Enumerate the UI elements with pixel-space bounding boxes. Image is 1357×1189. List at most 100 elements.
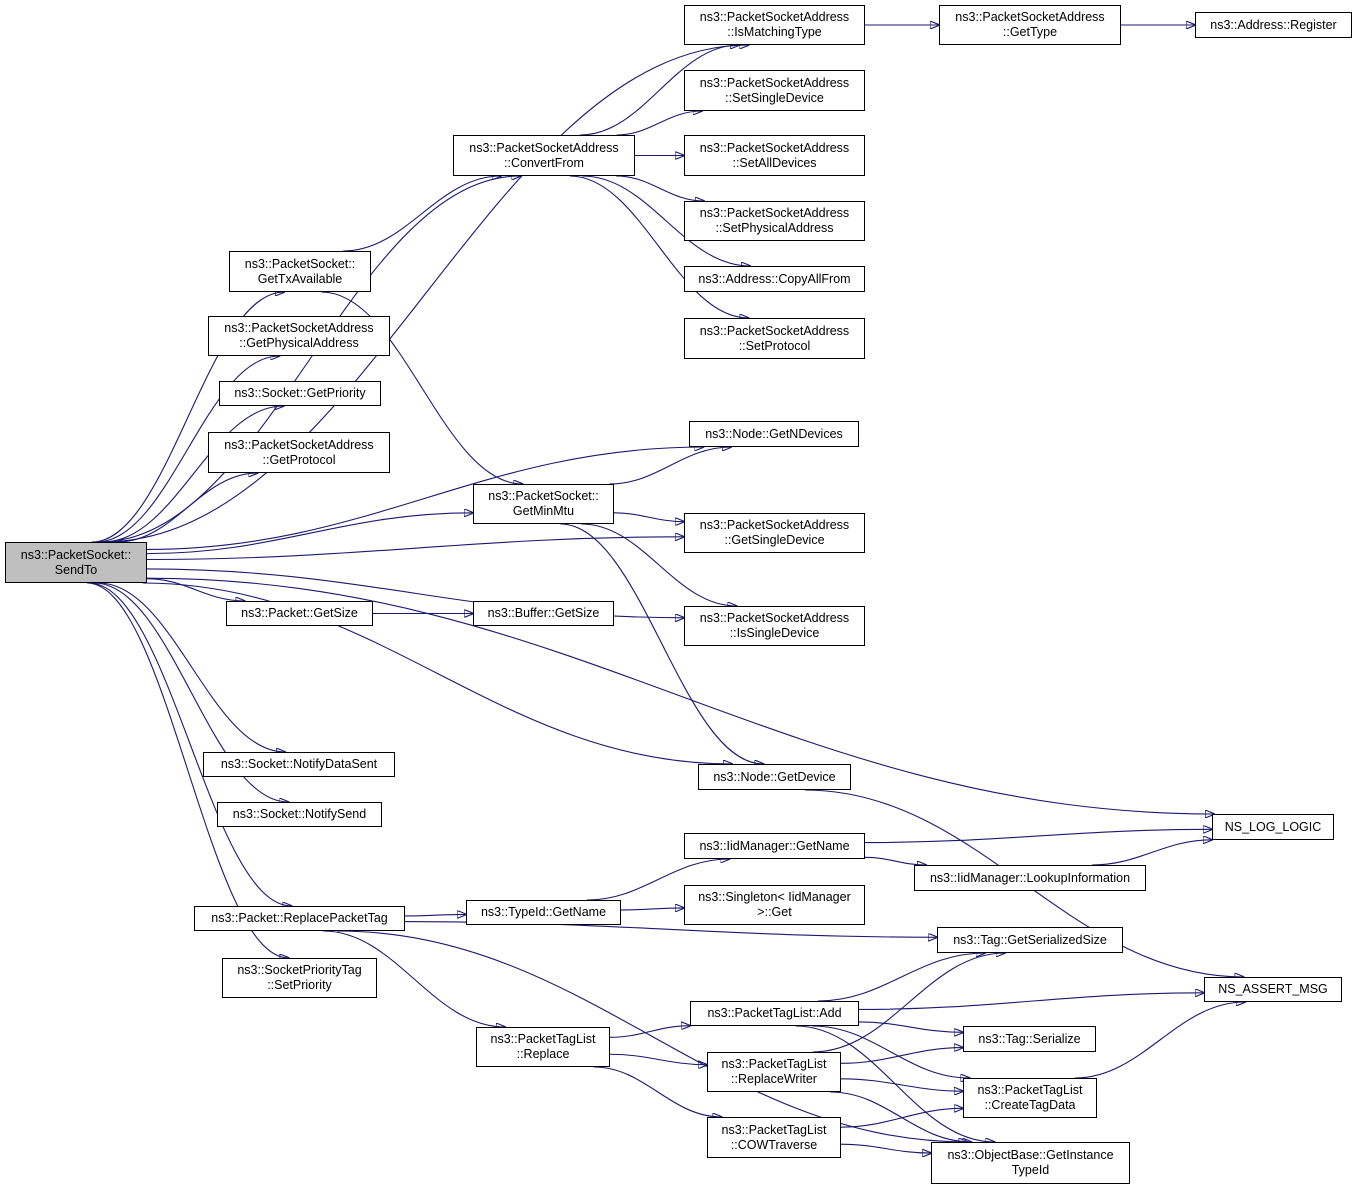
node-label-line: ns3::PacketSocket:: xyxy=(244,256,356,271)
node-getphysicaladdress[interactable]: ns3::PacketSocketAddress ::GetPhysicalAd… xyxy=(208,316,390,356)
edge-iid_getname-to-ns_log_logic xyxy=(864,829,1212,844)
edge-gettxavailable-to-convertfrom xyxy=(343,176,501,252)
node-label-line: ns3::PacketSocketAddress xyxy=(699,206,850,220)
node-label-line: ns3::Socket::NotifySend xyxy=(232,807,367,821)
node-setprotocol[interactable]: ns3::PacketSocketAddress ::SetProtocol xyxy=(684,318,865,359)
node-setsingledevice[interactable]: ns3::PacketSocketAddress ::SetSingleDevi… xyxy=(684,70,865,111)
edge-ptl_replacewriter-to-tag_getserializedsize xyxy=(812,953,1005,1053)
node-register[interactable]: ns3::Address::Register xyxy=(1195,12,1352,38)
edge-sendto-to-getndevices xyxy=(146,447,703,550)
node-packet-getsize[interactable]: ns3::Packet::GetSize xyxy=(226,601,373,626)
node-convertfrom[interactable]: ns3::PacketSocketAddress ::ConvertFrom xyxy=(453,135,635,176)
edge-sendto-to-getphysicaladdress xyxy=(96,356,279,543)
node-packettaglist-cowtraverse[interactable]: ns3::PacketTagList ::COWTraverse xyxy=(707,1117,841,1158)
node-label-line: ns3::PacketTagList xyxy=(721,1057,827,1071)
node-lookupinformation[interactable]: ns3::IidManager::LookupInformation xyxy=(914,865,1146,891)
node-getprotocol[interactable]: ns3::PacketSocketAddress ::GetProtocol xyxy=(208,432,390,473)
node-label-line: ::IsSingleDevice xyxy=(729,626,820,640)
edge-convertfrom-to-setprotocol xyxy=(569,175,749,318)
node-notifydatasent[interactable]: ns3::Socket::NotifyDataSent xyxy=(203,752,395,777)
node-label-line: ns3::PacketSocketAddress xyxy=(224,321,374,335)
node-label-line: ns3::PacketTagList xyxy=(490,1032,596,1046)
node-label-line: ::SetSingleDevice xyxy=(725,90,824,105)
edge-sendto-to-setpriority xyxy=(87,582,289,958)
node-label-line: SendTo xyxy=(54,562,98,577)
node-label-line: ns3::Singleton< IidManager xyxy=(698,890,851,904)
node-setalldevices[interactable]: ns3::PacketSocketAddress ::SetAllDevices xyxy=(684,135,865,176)
edge-iid_getname-to-lookupinformation xyxy=(864,856,926,865)
edge-ptl_cowtraverse-to-getinstancetypeid xyxy=(840,1143,931,1153)
edge-ptl_cowtraverse-to-ptl_createtagdata xyxy=(840,1108,963,1128)
edge-getminmtu-to-getdevice xyxy=(560,523,763,764)
node-getpriority[interactable]: ns3::Socket::GetPriority xyxy=(219,381,381,406)
node-label-line: ns3::Tag::Serialize xyxy=(978,1031,1081,1046)
node-packettaglist-replace[interactable]: ns3::PacketTagList ::Replace xyxy=(476,1027,610,1067)
node-label-line: ns3::PacketSocketAddress xyxy=(699,10,850,24)
node-label-line: ns3::IidManager::GetName xyxy=(699,838,850,853)
node-iidmanager-getname[interactable]: ns3::IidManager::GetName xyxy=(684,833,865,859)
node-singleton-get[interactable]: ns3::Singleton< IidManager >::Get xyxy=(684,885,865,925)
node-tag-serialize[interactable]: ns3::Tag::Serialize xyxy=(963,1026,1096,1052)
edge-convertfrom-to-ismatchingtype xyxy=(580,45,739,136)
edge-ptl_replace-to-ptl_cowtraverse xyxy=(594,1066,722,1117)
node-label-line: ::SetAllDevices xyxy=(732,155,817,170)
node-label-line: GetMinMtu xyxy=(512,504,575,518)
node-label-line: NS_ASSERT_MSG xyxy=(1218,982,1328,996)
edge-sendto-to-gettxavailable xyxy=(91,292,284,543)
node-getsingledevice[interactable]: ns3::PacketSocketAddress ::GetSingleDevi… xyxy=(684,513,865,553)
node-issingledevice[interactable]: ns3::PacketSocketAddress ::IsSingleDevic… xyxy=(684,606,865,646)
edge-getminmtu-to-issingledevice xyxy=(581,523,736,606)
node-replacepackettag[interactable]: ns3::Packet::ReplacePacketTag xyxy=(194,906,405,931)
node-buffer-getsize[interactable]: ns3::Buffer::GetSize xyxy=(473,601,614,626)
node-typeid-getname[interactable]: ns3::TypeId::GetName xyxy=(466,900,621,925)
node-packettaglist-replacewriter[interactable]: ns3::PacketTagList ::ReplaceWriter xyxy=(707,1052,841,1092)
node-ismatchingtype[interactable]: ns3::PacketSocketAddress ::IsMatchingTyp… xyxy=(684,5,865,45)
edge-replacepackettag-to-getinstancetypeid xyxy=(336,930,968,1142)
edge-sendto-to-ismatchingtype xyxy=(102,45,749,543)
edge-replacepackettag-to-typeid_getname xyxy=(404,914,466,916)
node-label-line: ::IsMatchingType xyxy=(727,25,822,39)
node-label-line: ns3::PacketTagList xyxy=(721,1122,827,1137)
node-copyallfrom[interactable]: ns3::Address::CopyAllFrom xyxy=(684,266,865,292)
edge-convertfrom-to-copyallfrom xyxy=(582,175,750,266)
edge-sendto-to-getminmtu xyxy=(146,513,473,555)
node-label-line: ns3::PacketSocketAddress xyxy=(699,75,850,90)
node-tag-getserializedsize[interactable]: ns3::Tag::GetSerializedSize xyxy=(937,927,1123,953)
node-label-line: ns3::Address::Register xyxy=(1210,17,1337,32)
edge-sendto-to-ns_log_logic xyxy=(146,577,1214,814)
edge-convertfrom-to-setphysicaladdress xyxy=(616,175,704,201)
node-packettaglist-add[interactable]: ns3::PacketTagList::Add xyxy=(690,1001,859,1026)
node-label-line: ::SetPhysicalAddress xyxy=(715,221,834,235)
edge-sendto-to-getprotocol xyxy=(117,473,258,543)
edge-sendto-to-packet_getsize xyxy=(146,578,245,601)
node-label-line: ::GetType xyxy=(1002,25,1058,39)
node-ns-assert-msg[interactable]: NS_ASSERT_MSG xyxy=(1204,977,1342,1002)
node-label-line: ns3::Socket::GetPriority xyxy=(234,386,366,400)
node-getndevices[interactable]: ns3::Node::GetNDevices xyxy=(689,421,859,447)
node-label-line: ::CreateTagData xyxy=(984,1098,1076,1112)
node-packettaglist-createtagdata[interactable]: ns3::PacketTagList ::CreateTagData xyxy=(963,1078,1097,1118)
node-gettxavailable[interactable]: ns3::PacketSocket:: GetTxAvailable xyxy=(229,251,371,292)
node-label-line: ns3::Packet::ReplacePacketTag xyxy=(211,911,388,925)
edge-typeid_getname-to-singleton_get xyxy=(620,908,684,910)
node-gettype[interactable]: ns3::PacketSocketAddress ::GetType xyxy=(939,5,1121,45)
node-label-line: ns3::Address::CopyAllFrom xyxy=(698,271,851,286)
edge-ptl_add-to-ptl_createtagdata xyxy=(812,1025,969,1078)
node-setpriority[interactable]: ns3::SocketPriorityTag ::SetPriority xyxy=(222,958,377,998)
node-label-line: ns3::PacketSocket:: xyxy=(488,489,599,503)
node-ns-log-logic[interactable]: NS_LOG_LOGIC xyxy=(1212,814,1334,840)
node-getinstancetypeid[interactable]: ns3::ObjectBase::GetInstance TypeId xyxy=(931,1142,1130,1184)
node-setphysicaladdress[interactable]: ns3::PacketSocketAddress ::SetPhysicalAd… xyxy=(684,201,865,241)
node-label-line: ns3::Tag::GetSerializedSize xyxy=(953,932,1107,947)
node-label-line: ns3::PacketSocketAddress xyxy=(955,10,1105,24)
node-label-line: ::COWTraverse xyxy=(730,1137,818,1152)
node-getminmtu[interactable]: ns3::PacketSocket:: GetMinMtu xyxy=(473,484,614,524)
edge-sendto-to-getdevice xyxy=(142,582,732,764)
edge-sendto-to-replacepackettag xyxy=(88,582,292,906)
node-label-line: ns3::IidManager::LookupInformation xyxy=(929,870,1131,885)
node-notifysend[interactable]: ns3::Socket::NotifySend xyxy=(217,802,382,827)
node-getdevice[interactable]: ns3::Node::GetDevice xyxy=(698,764,851,790)
node-label-line: >::Get xyxy=(757,905,792,919)
node-label-line: ns3::PacketSocket:: xyxy=(20,547,132,562)
